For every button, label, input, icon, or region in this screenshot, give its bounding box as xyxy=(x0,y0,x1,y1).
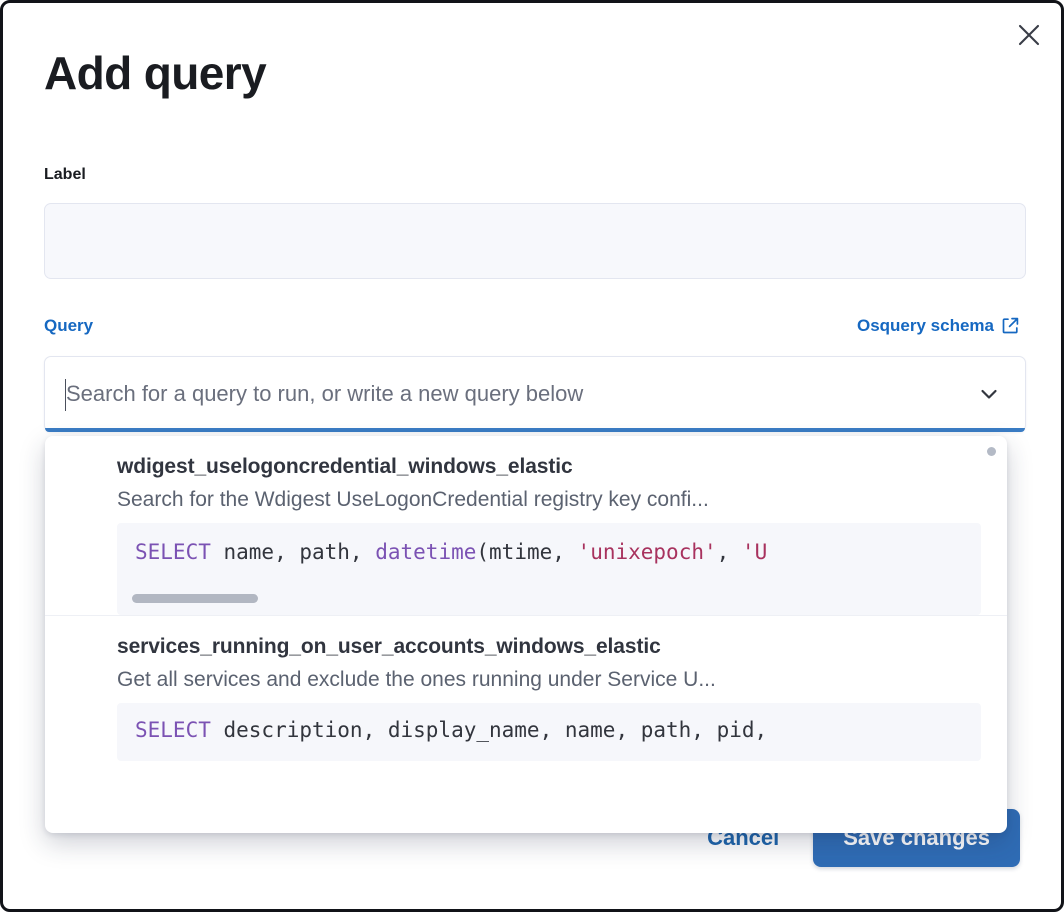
query-combobox[interactable] xyxy=(44,356,1026,432)
sql-keyword: SELECT xyxy=(135,718,211,742)
list-item[interactable]: services_running_on_user_accounts_window… xyxy=(45,615,1007,761)
sql-string-2: 'U xyxy=(741,540,768,564)
sql-string: 'unixepoch' xyxy=(577,540,717,564)
sql-function: datetime xyxy=(375,540,477,564)
close-icon xyxy=(1016,22,1042,48)
sql-keyword: SELECT xyxy=(135,540,211,564)
text-caret xyxy=(65,379,66,411)
suggestion-code-block[interactable]: SELECT description, display_name, name, … xyxy=(117,703,981,761)
suggestion-code-block[interactable]: SELECT name, path, datetime(mtime, 'unix… xyxy=(117,523,981,615)
list-item[interactable]: wdigest_uselogoncredential_windows_elast… xyxy=(45,436,1007,615)
sql-text: name, path, xyxy=(210,540,376,564)
osquery-schema-link-label: Osquery schema xyxy=(856,316,994,335)
query-field-label: Query xyxy=(44,316,94,335)
query-suggestions-dropdown: wdigest_uselogoncredential_windows_elast… xyxy=(45,436,1007,833)
external-link-icon xyxy=(1001,317,1020,335)
dropdown-scrollbar[interactable] xyxy=(987,447,996,456)
code-horizontal-scrollbar[interactable] xyxy=(132,594,258,603)
suggestion-description: Search for the Wdigest UseLogonCredentia… xyxy=(117,488,709,511)
page-title: Add query xyxy=(44,47,267,99)
suggestion-title: wdigest_uselogoncredential_windows_elast… xyxy=(117,455,573,478)
label-field-label: Label xyxy=(44,166,86,183)
label-input[interactable] xyxy=(44,203,1026,279)
sql-comma: , xyxy=(716,540,742,564)
chevron-down-icon[interactable] xyxy=(975,380,1003,408)
close-button[interactable] xyxy=(1009,15,1049,55)
query-search-input[interactable] xyxy=(66,357,966,431)
osquery-schema-link[interactable]: Osquery schema xyxy=(857,316,1020,336)
combobox-focus-indicator xyxy=(45,428,1025,432)
suggestion-title: services_running_on_user_accounts_window… xyxy=(117,635,661,658)
sql-args: (mtime, xyxy=(476,540,578,564)
suggestion-description: Get all services and exclude the ones ru… xyxy=(117,668,716,691)
sql-text: description, display_name, name, path, p… xyxy=(210,718,768,742)
